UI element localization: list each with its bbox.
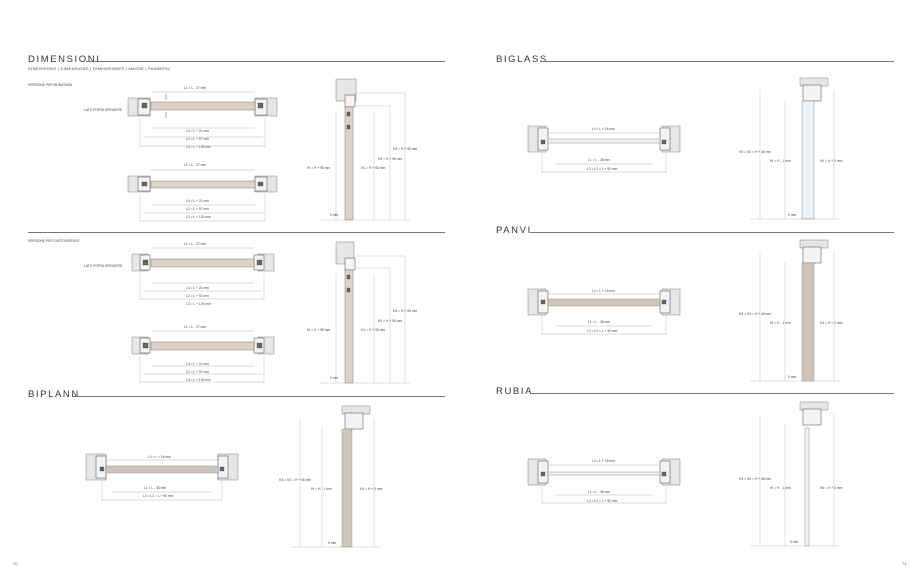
page-subtitle: DIMENSIONS | DIMENSIONS | DIMENSIONES | …: [28, 66, 170, 71]
rubia-vertical-section: [750, 401, 840, 547]
rubia-l4-label: L4 = L + 16 mm: [592, 459, 615, 463]
page-title: DIMENSIONI: [28, 54, 101, 65]
biglass-h3-label: H3 = H2 = H + 46 mm: [739, 150, 772, 154]
biplann-plan: [85, 453, 239, 501]
c2-l2-label: L2 = L + 97 mm: [186, 370, 209, 374]
m1-l3-label: L3 = L + 129 mm: [186, 145, 211, 149]
biplann-h3-label: H3 = H2 = H + 46 mm: [279, 478, 312, 482]
m-zero-label: 0 mm: [330, 213, 339, 217]
rubia-l3-label: L3 = L2 = L + 90 mm: [587, 499, 618, 503]
version-masonry-label: VERSIONE PER MURATURA: [28, 83, 73, 87]
c-hi-label: HI = H + 95 mm: [307, 328, 331, 332]
rubia-hi-label: HI = H - 1 mm: [770, 486, 791, 490]
panvi-h4-label: H4 = H + 3 mm: [820, 321, 843, 325]
panvi-hi-label: HI = H - 1 mm: [770, 321, 791, 325]
biglass-zero-label: 0 mm: [788, 213, 797, 217]
biglass-plan: [527, 125, 681, 173]
biglass-vertical-section: [750, 77, 840, 220]
c1-l3-label: L3 = L + 129 mm: [186, 302, 211, 306]
panvi-l3-label: L3 = L2 = L + 90 mm: [587, 329, 618, 333]
panvi-l1-label: L1 = L - 38 mm: [588, 320, 611, 324]
c-h3-label: H3 = H + 95 mm: [393, 309, 418, 313]
biplann-hi-label: HI = H - 1 mm: [311, 487, 332, 491]
biplann-vertical-section: [290, 405, 380, 548]
version-plasterboard-label: VERSIONE PER CARTONGESSO: [28, 239, 80, 243]
masonry-plan-2: [127, 169, 278, 222]
masonry-plan-1: [127, 91, 278, 148]
c1-l1-label: L1 = L - 27 mm: [184, 242, 207, 246]
m2-l2-label: L2 = L + 97 mm: [186, 207, 209, 211]
panvi-title: PANVI: [496, 225, 532, 236]
biglass-h4-label: H4 = H + 3 mm: [820, 159, 843, 163]
panvi-rule: [530, 232, 894, 233]
c1-l2-label: L2 = L + 97 mm: [186, 294, 209, 298]
m2-l1-label: L1 = L - 27 mm: [184, 163, 207, 167]
plasterboard-plan-1: [131, 247, 275, 300]
m1-l2-label: L2 = L + 97 mm: [186, 137, 209, 141]
panvi-zero-label: 0 mm: [788, 375, 797, 379]
plasterboard-plan-2: [131, 330, 275, 383]
m2-l4-label: L4 = L + 21 mm: [186, 199, 209, 203]
divider-rule: [28, 232, 445, 233]
rubia-plan: [527, 458, 681, 504]
rubia-rule: [530, 393, 894, 394]
panvi-vertical-section: [750, 239, 840, 382]
biglass-hi-label: HI = H - 1 mm: [770, 159, 791, 163]
biplann-title: BIPLANN: [28, 389, 80, 400]
rubia-h3-label: H3 = H2 = H + 46 mm: [739, 477, 772, 481]
page-number-left: 70: [13, 561, 18, 566]
c2-l3-label: L3 = L + 133 mm: [186, 378, 211, 382]
plasterboard-vertical-section: [320, 241, 410, 384]
biglass-l1-label: L1 = L - 38 mm: [588, 158, 611, 162]
m-hi-label: HI = H + 95 mm: [307, 166, 331, 170]
biglass-l4-label: L4 = L + 16 mm: [592, 127, 615, 131]
biplann-rule: [72, 396, 445, 397]
c-h-label: H1 = H + 95 mm: [361, 328, 386, 332]
rubia-l1-label: L1 = L - 38 mm: [588, 490, 611, 494]
c2-l4-label: L4 = L + 21 mm: [186, 362, 209, 366]
biplann-h4-label: H4 = H + 3 mm: [360, 487, 383, 491]
c1-l4-label: L4 = L + 21 mm: [186, 286, 209, 290]
c-h2-label: H2 = H + 95 mm: [378, 319, 403, 323]
m1-l1-label: L1 = L - 27 mm: [184, 86, 207, 90]
push-side-label-1: LATO PORTA SPINGERE: [84, 108, 123, 112]
biglass-rule: [540, 61, 894, 62]
biglass-l3-label: L3 = L2 = L + 90 mm: [587, 167, 618, 171]
masonry-vertical-section: [320, 78, 410, 221]
biplann-l1-label: L1 = L - 38 mm: [144, 486, 167, 490]
m-h2-label: H2 = H + 95 mm: [378, 157, 403, 161]
biglass-title: BIGLASS: [496, 54, 548, 65]
m2-l3-label: L3 = L + 133 mm: [186, 215, 211, 219]
rubia-zero-label: 0 mm: [790, 540, 799, 544]
m-h-label: H1 = H + 95 mm: [361, 166, 386, 170]
rubia-title: RUBIA: [496, 386, 534, 397]
panvi-l4-label: L4 = L + 16 mm: [592, 289, 615, 293]
biplann-l3-label: L3 = L2 = L + 90 mm: [143, 494, 174, 498]
m1-l4-label: L4 = L + 21 mm: [186, 129, 209, 133]
page-number-right: 71: [902, 561, 907, 566]
biplann-l4-label: L4 = L + 16 mm: [148, 455, 171, 459]
c2-l1-label: L1 = L - 27 mm: [184, 325, 207, 329]
panvi-h3-label: H3 = H2 = H + 46 mm: [739, 312, 772, 316]
m-h3-label: H3 = H + 95 mm: [393, 147, 418, 151]
title-rule: [86, 61, 445, 62]
panvi-plan: [527, 288, 681, 335]
rubia-h4-label: H4 = H + 3 mm: [820, 486, 843, 490]
biplann-zero-label: 0 mm: [328, 541, 337, 545]
c-zero-label: 0 mm: [330, 376, 339, 380]
push-side-label-2: LATO PORTA SPINGERE: [84, 264, 123, 268]
